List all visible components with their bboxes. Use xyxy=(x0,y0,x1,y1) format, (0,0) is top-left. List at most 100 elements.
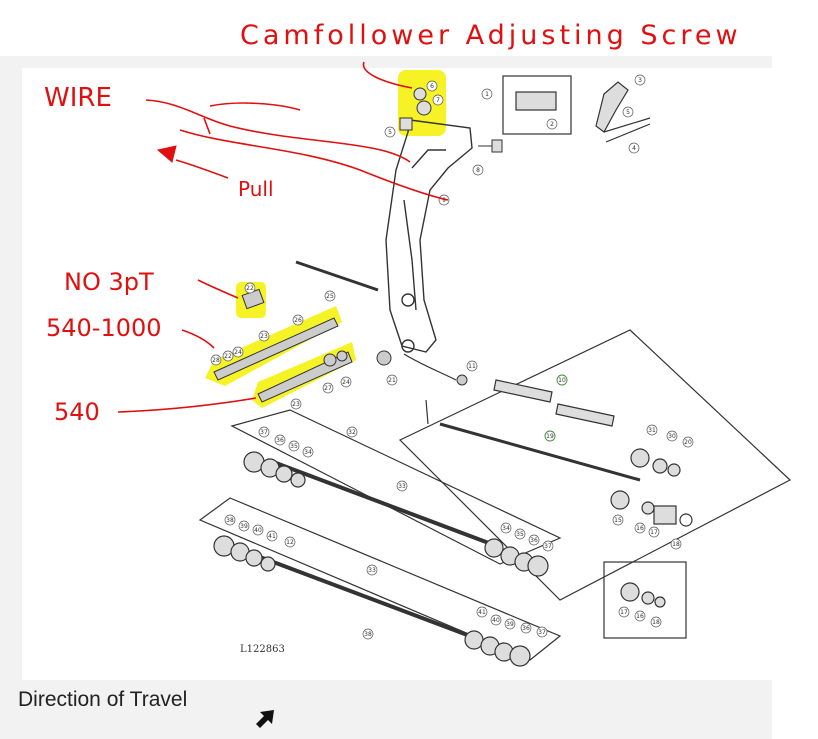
svg-text:7: 7 xyxy=(436,97,440,104)
part-label: 30 xyxy=(666,430,678,442)
no3pt-leader-line xyxy=(197,279,239,299)
svg-text:20: 20 xyxy=(684,439,692,446)
svg-text:34: 34 xyxy=(502,525,510,532)
wire-arrow-icon xyxy=(156,145,177,163)
svg-text:37: 37 xyxy=(538,629,546,636)
svg-text:10: 10 xyxy=(558,377,566,384)
part-label: 41 xyxy=(266,530,278,542)
svg-text:3: 3 xyxy=(638,77,642,84)
part-label: 35 xyxy=(514,528,526,540)
annotation-wire: WIRE xyxy=(44,83,112,113)
part-label: 37 xyxy=(536,626,548,638)
part-label: 10 xyxy=(556,374,568,386)
diagram-canvas xyxy=(22,68,772,680)
part-label: 16 xyxy=(634,522,646,534)
part-label: 18 xyxy=(650,616,662,628)
part-label: 26 xyxy=(292,314,304,326)
part-label: 3 xyxy=(634,74,646,86)
middle-box xyxy=(230,409,562,577)
540-leader-line xyxy=(117,397,257,413)
annotation-540: 540 xyxy=(54,398,100,426)
figure-code: L122863 xyxy=(240,644,285,655)
pointer-arrow xyxy=(403,353,457,381)
part-label: 31 xyxy=(646,424,658,436)
wire-line-lower xyxy=(179,129,449,201)
svg-text:38: 38 xyxy=(364,631,372,638)
part-label: 36 xyxy=(520,622,532,634)
part-label: 23 xyxy=(290,398,302,410)
part-label: 24 xyxy=(340,376,352,388)
part-label: 28 xyxy=(210,354,222,366)
part-label: 17 xyxy=(648,526,660,538)
part-label: 5 xyxy=(384,126,396,138)
svg-text:31: 31 xyxy=(648,427,656,434)
svg-text:36: 36 xyxy=(522,625,530,632)
part-label: 20 xyxy=(682,436,694,448)
svg-text:40: 40 xyxy=(492,617,500,624)
svg-text:30: 30 xyxy=(668,433,676,440)
svg-text:11: 11 xyxy=(468,363,476,370)
annotation-camfollower: Camfollower Adjusting Screw xyxy=(240,20,742,51)
part-label: 5 xyxy=(622,106,634,118)
svg-text:22: 22 xyxy=(224,353,232,360)
svg-text:41: 41 xyxy=(478,609,486,616)
handwritten-annotations: Camfollower Adjusting Screw WIRE Pull NO… xyxy=(44,20,742,426)
rod-25 xyxy=(295,260,379,292)
svg-text:40: 40 xyxy=(254,527,262,534)
part-label: 40 xyxy=(252,524,264,536)
svg-text:17: 17 xyxy=(620,609,628,616)
svg-text:33: 33 xyxy=(368,567,376,574)
shaft-parts xyxy=(213,288,468,403)
svg-text:21: 21 xyxy=(388,377,396,384)
part-label: 12 xyxy=(284,536,296,548)
svg-text:41: 41 xyxy=(268,533,276,540)
svg-text:18: 18 xyxy=(672,541,680,548)
svg-text:26: 26 xyxy=(294,317,302,324)
part-label: 39 xyxy=(504,618,516,630)
svg-text:18: 18 xyxy=(652,619,660,626)
svg-text:36: 36 xyxy=(276,437,284,444)
svg-text:35: 35 xyxy=(516,531,524,538)
svg-text:39: 39 xyxy=(506,621,514,628)
svg-text:16: 16 xyxy=(636,525,644,532)
annotation-540-1000: 540-1000 xyxy=(46,314,162,342)
svg-text:33: 33 xyxy=(398,483,406,490)
svg-text:25: 25 xyxy=(326,293,334,300)
svg-text:8: 8 xyxy=(476,167,480,174)
direction-arrow-icon xyxy=(256,710,274,728)
part-label: 41 xyxy=(476,606,488,618)
part-label: 7 xyxy=(432,94,444,106)
pull-leader-line xyxy=(175,159,229,179)
part-label: 40 xyxy=(490,614,502,626)
part-label: 22 xyxy=(222,350,234,362)
svg-text:2: 2 xyxy=(550,121,554,128)
part-label: 37 xyxy=(542,540,554,552)
svg-text:16: 16 xyxy=(636,613,644,620)
part-label: 6 xyxy=(426,80,438,92)
svg-text:38: 38 xyxy=(226,517,234,524)
svg-text:28: 28 xyxy=(212,357,220,364)
part-label: 25 xyxy=(324,290,336,302)
part-label: 34 xyxy=(500,522,512,534)
svg-text:27: 27 xyxy=(324,385,332,392)
part-label: 18 xyxy=(670,538,682,550)
bottom-box xyxy=(198,497,562,667)
svg-text:12: 12 xyxy=(286,539,294,546)
camfollower-parts xyxy=(399,87,503,153)
svg-text:32: 32 xyxy=(348,429,356,436)
svg-text:15: 15 xyxy=(614,517,622,524)
inset-top-right xyxy=(502,75,651,143)
svg-text:37: 37 xyxy=(544,543,552,550)
part-label: 16 xyxy=(634,610,646,622)
part-label: 4 xyxy=(628,142,640,154)
part-label: 39 xyxy=(238,520,250,532)
svg-text:23: 23 xyxy=(260,333,268,340)
svg-text:36: 36 xyxy=(530,537,538,544)
part-label: 33 xyxy=(366,564,378,576)
part-label: 32 xyxy=(346,426,358,438)
camfollower-leader-line xyxy=(362,61,413,89)
svg-text:22: 22 xyxy=(246,285,254,292)
part-label: 38 xyxy=(362,628,374,640)
part-label: 23 xyxy=(258,330,270,342)
